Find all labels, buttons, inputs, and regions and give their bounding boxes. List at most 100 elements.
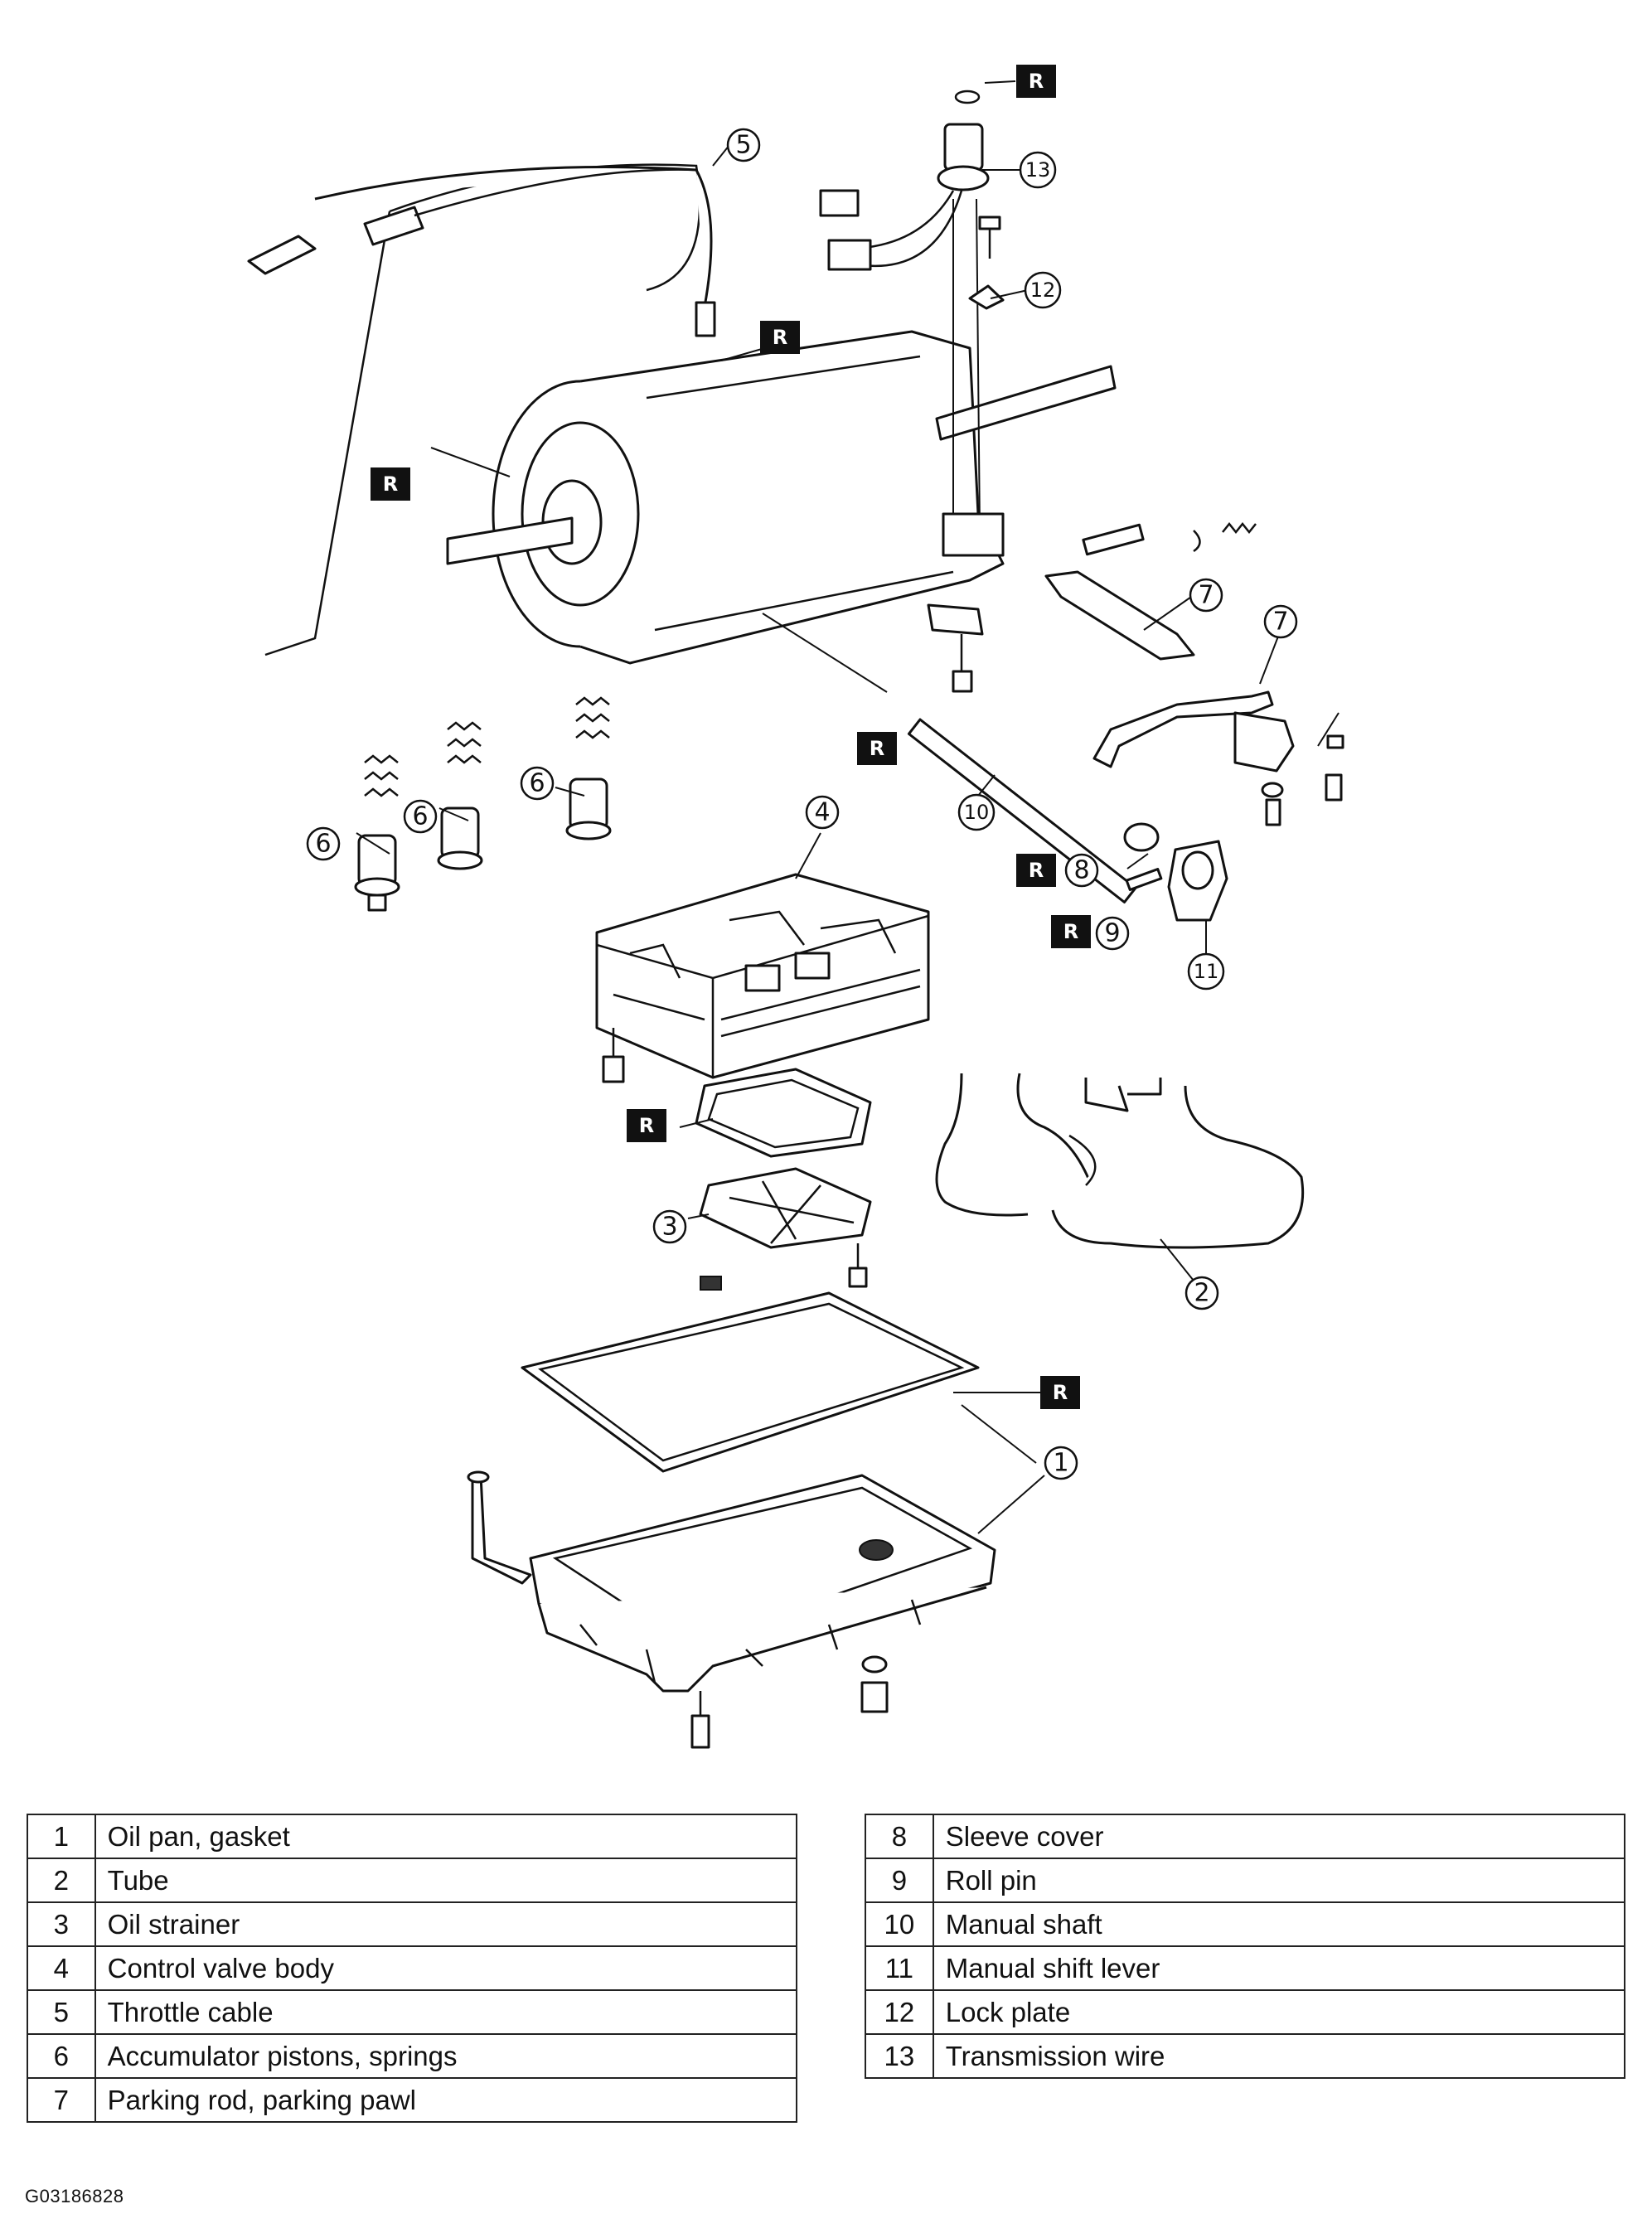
svg-text:R: R — [773, 326, 787, 349]
callout-1: 1 — [1044, 1446, 1078, 1480]
callout-11: 11 — [1187, 952, 1225, 991]
part-description: Sleeve cover — [932, 1814, 1626, 1859]
part-number: 6 — [27, 2033, 96, 2079]
svg-text:R: R — [1029, 70, 1044, 93]
part-description: Control valve body — [94, 1945, 798, 1991]
svg-text:13: 13 — [1025, 158, 1051, 182]
part-description: Transmission wire — [932, 2033, 1626, 2079]
part-description: Oil strainer — [94, 1901, 798, 1947]
part-number: 2 — [27, 1858, 96, 1903]
callout-4: 4 — [805, 795, 840, 830]
replace-tag: R — [1040, 1376, 1080, 1409]
svg-text:R: R — [639, 1114, 654, 1137]
svg-text:4: 4 — [814, 798, 830, 827]
replace-tag: R — [1016, 65, 1056, 98]
part-number: 4 — [27, 1945, 96, 1991]
part-number: 3 — [27, 1901, 96, 1947]
replace-tag: R — [1016, 854, 1056, 887]
callout-9: 9 — [1095, 916, 1130, 951]
svg-text:6: 6 — [412, 802, 428, 831]
replace-tag: R — [760, 321, 800, 354]
callout-2: 2 — [1184, 1276, 1219, 1310]
callout-10: 10 — [957, 793, 996, 831]
callout-7a: 7 — [1189, 578, 1223, 613]
callout-13: 13 — [1019, 151, 1057, 189]
svg-text:3: 3 — [661, 1213, 677, 1242]
svg-text:11: 11 — [1194, 960, 1219, 983]
tubes — [935, 1073, 1305, 1249]
accumulator-pistons — [354, 696, 612, 912]
svg-text:2: 2 — [1194, 1279, 1209, 1308]
replace-tag: R — [1051, 915, 1091, 948]
manual-shaft-assembly — [907, 718, 1228, 922]
callout-6b: 6 — [403, 799, 438, 834]
svg-text:1: 1 — [1053, 1449, 1068, 1478]
lock-plate — [942, 216, 1005, 557]
svg-text:6: 6 — [529, 769, 545, 798]
part-description: Oil pan, gasket — [94, 1814, 798, 1859]
part-number: 5 — [27, 1989, 96, 2035]
part-number: 12 — [865, 1989, 934, 2035]
transmission-case — [446, 330, 1117, 665]
figure-id: G03186828 — [25, 2186, 124, 2206]
leader-lines — [356, 80, 1281, 1534]
part-number: 7 — [27, 2077, 96, 2123]
part-description: Tube — [94, 1858, 798, 1903]
part-description: Lock plate — [932, 1989, 1626, 2035]
part-number: 10 — [865, 1901, 934, 1947]
svg-text:R: R — [383, 472, 398, 496]
svg-text:R: R — [1053, 1381, 1068, 1404]
part-number: 8 — [865, 1814, 934, 1859]
svg-text:12: 12 — [1030, 279, 1056, 302]
callout-12: 12 — [1024, 271, 1062, 309]
parking-rod-pawl — [1044, 521, 1344, 826]
throttle-cable — [247, 163, 716, 656]
part-number: 11 — [865, 1945, 934, 1991]
callout-3: 3 — [652, 1209, 687, 1244]
detent-spring — [927, 603, 984, 693]
part-description: Roll pin — [932, 1858, 1626, 1903]
transmission-wire — [819, 90, 990, 531]
svg-text:R: R — [1029, 859, 1044, 882]
replace-tag: R — [857, 732, 897, 765]
control-valve-body — [595, 873, 930, 1083]
part-number: 1 — [27, 1814, 96, 1859]
callout-6c: 6 — [306, 826, 341, 861]
part-description: Manual shift lever — [932, 1945, 1626, 1991]
oil-pan — [467, 1470, 996, 1749]
svg-text:7: 7 — [1272, 608, 1288, 637]
oil-pan-gasket — [521, 1291, 980, 1473]
svg-text:5: 5 — [735, 131, 751, 160]
part-description: Accumulator pistons, springs — [94, 2033, 798, 2079]
svg-text:9: 9 — [1104, 919, 1120, 948]
part-description: Throttle cable — [94, 1989, 798, 2035]
svg-text:6: 6 — [315, 830, 331, 859]
part-number: 13 — [865, 2033, 934, 2079]
part-number: 9 — [865, 1858, 934, 1903]
svg-text:R: R — [1063, 920, 1078, 943]
callout-5: 5 — [726, 128, 761, 162]
part-description: Parking rod, parking pawl — [94, 2077, 798, 2123]
replace-tag: R — [371, 467, 410, 501]
callout-8: 8 — [1064, 853, 1099, 888]
part-description: Manual shaft — [932, 1901, 1626, 1947]
svg-text:8: 8 — [1073, 856, 1089, 885]
svg-text:10: 10 — [964, 801, 990, 824]
oil-strainer — [695, 1068, 872, 1291]
svg-text:7: 7 — [1198, 581, 1214, 610]
